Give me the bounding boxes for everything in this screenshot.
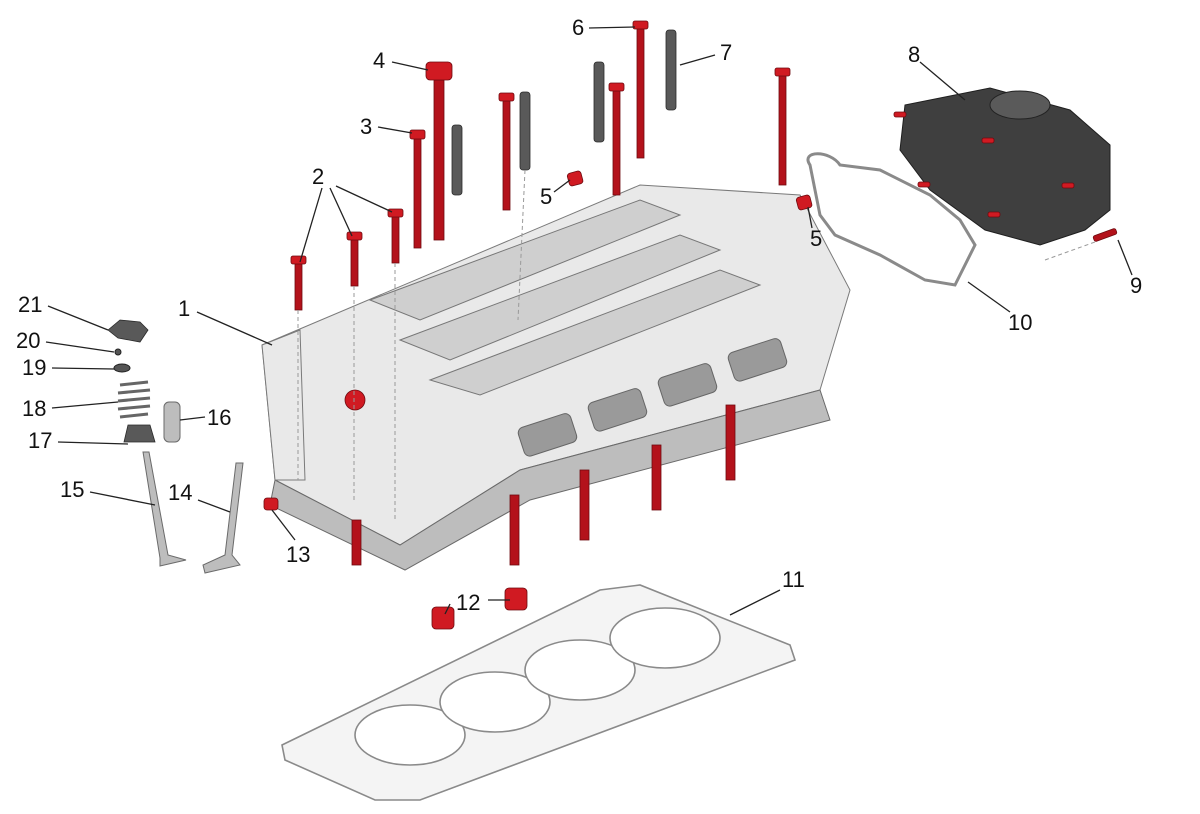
bolt-4 [425,61,453,241]
callout-20: 20 [16,328,40,353]
callout-7: 7 [720,40,732,65]
callout-4: 4 [373,48,385,73]
cylinder-head-gasket [281,584,797,801]
callout-19: 19 [22,355,46,380]
leader-lines [45,26,1133,616]
valves [142,451,244,574]
bolts-2 [290,208,404,520]
callout-11: 11 [782,567,805,592]
callout-2: 2 [312,164,324,189]
plugs-5 [566,170,813,211]
plugs-12 [431,587,528,630]
valve-train-parts [107,319,181,443]
plug-13 [263,497,279,511]
cylinder-head [261,184,851,571]
long-bolts [498,20,791,211]
injectors-7 [451,29,677,321]
callout-labels: 1 2 3 4 5 5 6 7 8 9 10 11 12 13 14 15 16… [16,15,1142,615]
bolt-3 [409,129,426,249]
callout-16: 16 [207,405,231,430]
cover-gasket [806,152,977,287]
callout-17: 17 [28,428,52,453]
callout-13: 13 [286,542,310,567]
callout-10: 10 [1008,310,1032,335]
callout-5b: 5 [810,226,822,251]
callout-1: 1 [178,296,190,321]
callout-3: 3 [360,114,372,139]
callout-6: 6 [572,15,584,40]
bolt-9 [1044,228,1118,261]
lower-studs [351,404,736,566]
callout-5a: 5 [540,184,552,209]
cover-housing [893,87,1111,246]
callout-18: 18 [22,396,46,421]
callout-9: 9 [1130,273,1142,298]
callout-21: 21 [18,292,42,317]
callout-14: 14 [168,480,192,505]
callout-12: 12 [456,590,480,615]
callout-15: 15 [60,477,84,502]
callout-8: 8 [908,42,920,67]
